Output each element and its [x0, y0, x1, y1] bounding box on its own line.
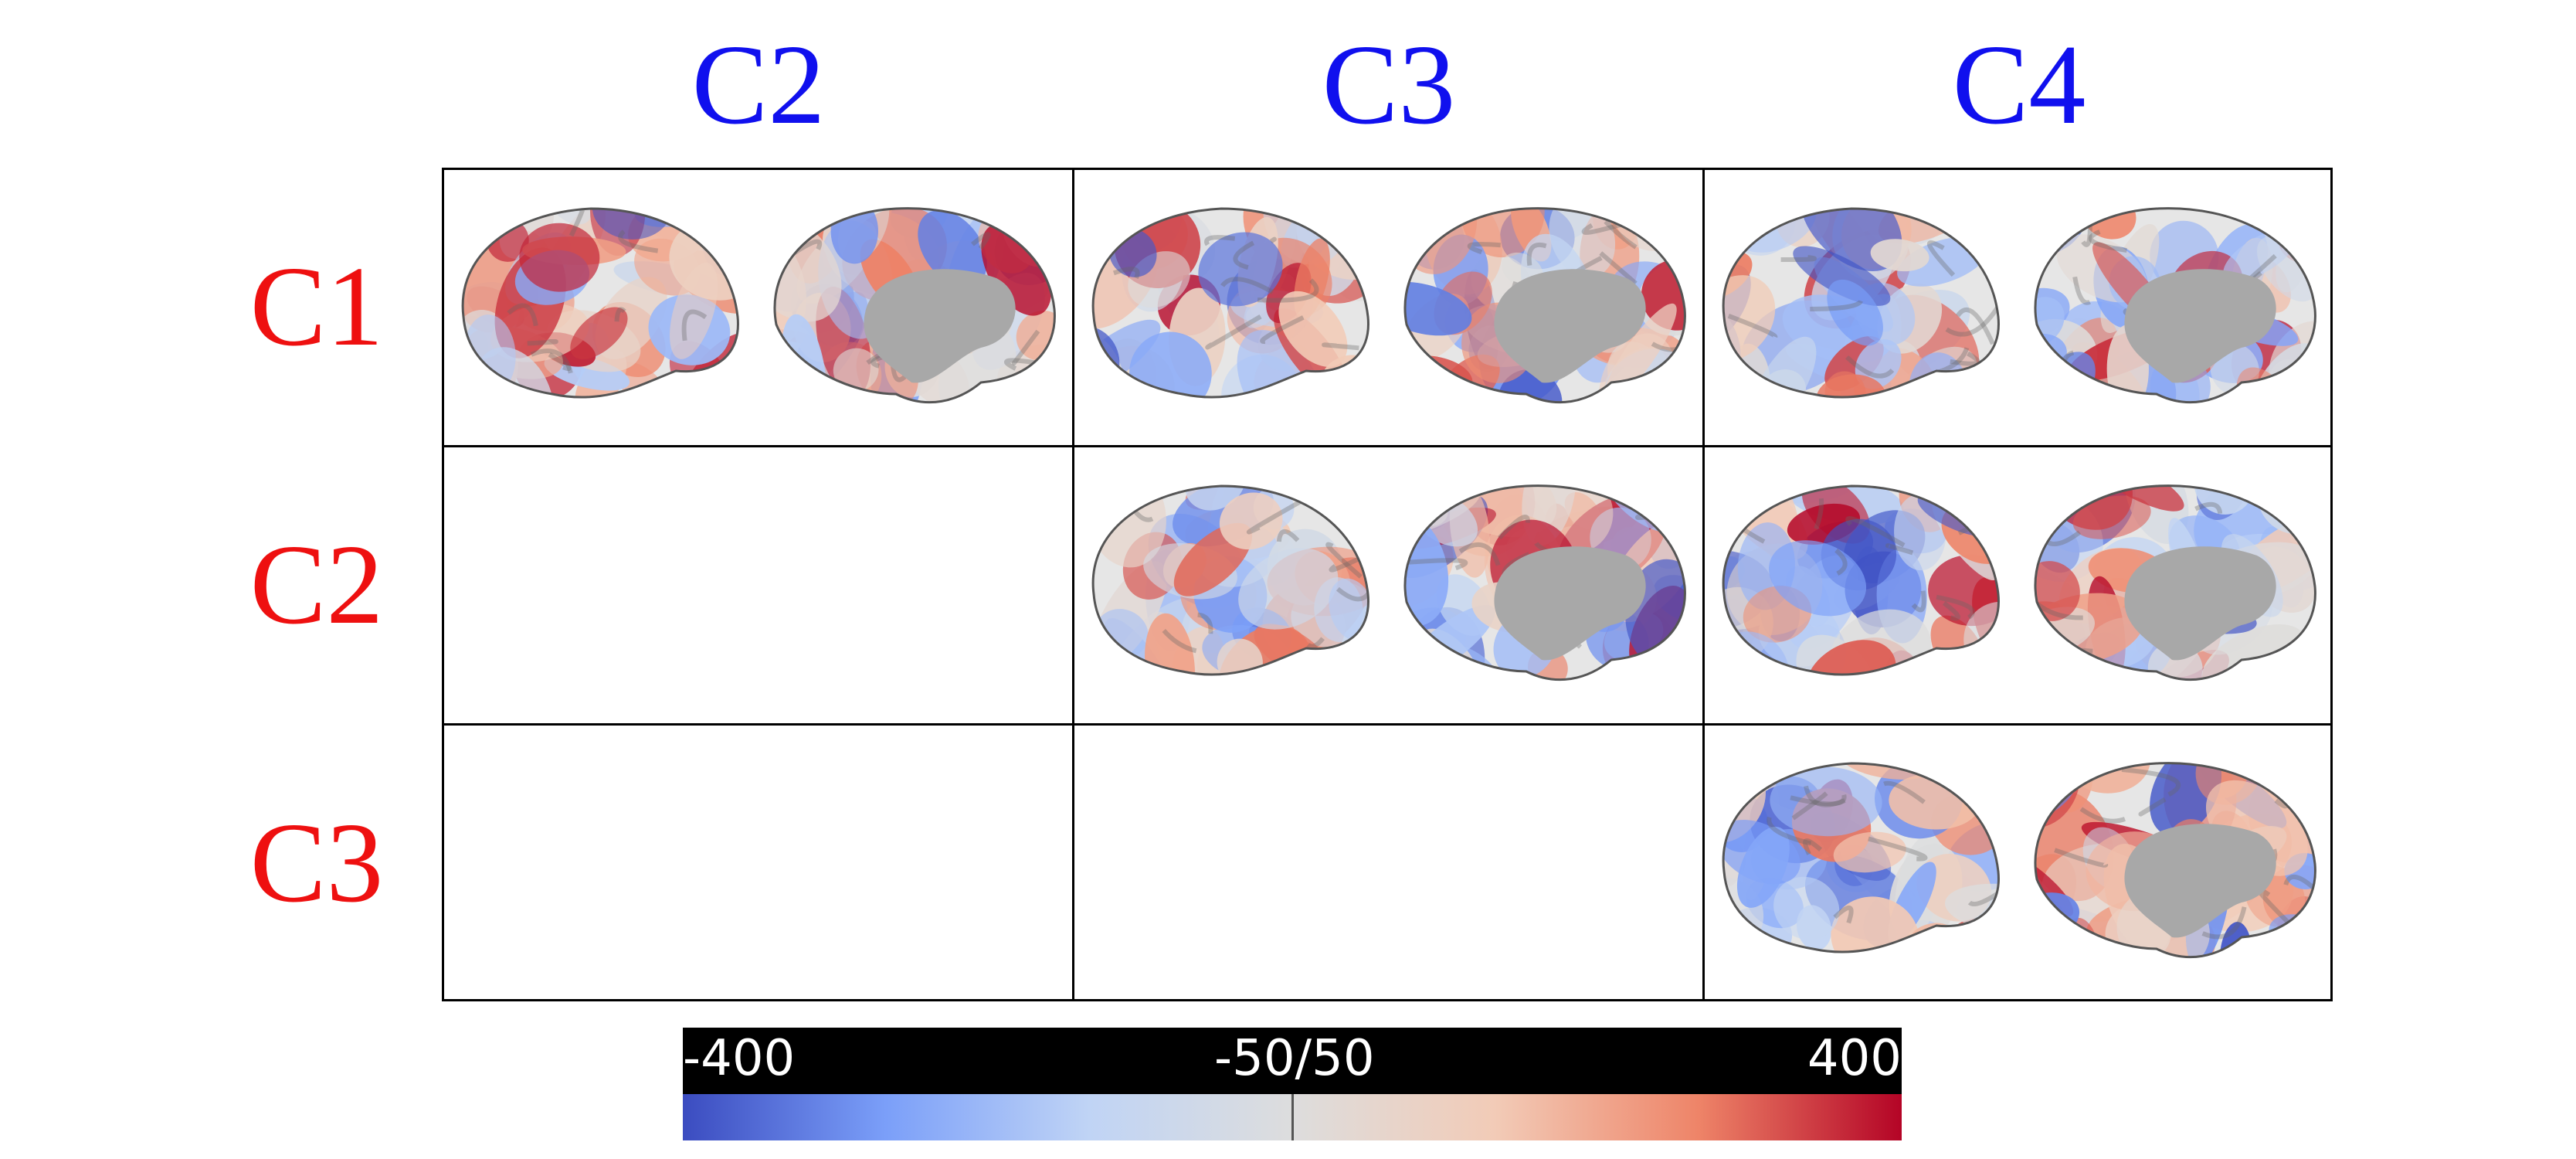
cell-c3-c4: [1705, 725, 2333, 999]
lateral-hemisphere: [1722, 207, 2000, 399]
brain-surface-pair: [1091, 484, 1686, 681]
lateral-hemisphere: [1091, 207, 1369, 399]
medial-wall: [864, 269, 1016, 383]
cell-c2-c4: [1705, 447, 2333, 722]
medial-wall: [1494, 269, 1646, 383]
colorbar-tick-max: 400: [1807, 1030, 1902, 1087]
medial-hemisphere: [2034, 207, 2316, 404]
cell-c3-c2: [444, 725, 1073, 999]
medial-hemisphere: [773, 207, 1056, 404]
row-label-c1: C1: [249, 243, 384, 370]
cell-c2-c3: [1074, 447, 1703, 722]
cell-c1-c4: [1705, 170, 2333, 444]
medial-wall: [2124, 824, 2276, 938]
grid-divider: [1072, 168, 1074, 1001]
grid-divider: [442, 723, 2333, 726]
comparison-grid: [442, 168, 2333, 1001]
lateral-hemisphere: [1091, 484, 1369, 676]
colorbar-center-marker: [1291, 1094, 1294, 1140]
medial-hemisphere: [2034, 484, 2316, 681]
colorbar-tick-center: -50/50: [1214, 1030, 1375, 1087]
grid-divider: [442, 445, 2333, 447]
brain-surface-pair: [1722, 207, 2316, 404]
colorbar: -400 -50/50 400: [683, 1028, 1902, 1140]
medial-hemisphere: [1403, 207, 1686, 404]
column-label-c4: C4: [1952, 22, 2086, 148]
medial-wall: [2124, 269, 2276, 383]
grid-divider: [1702, 168, 1705, 1001]
lateral-hemisphere: [1722, 484, 2000, 676]
brain-surface-pair: [1722, 762, 2316, 959]
medial-wall: [2124, 546, 2276, 661]
brain-surface-pair: [1722, 484, 2316, 681]
row-label-c2: C2: [249, 522, 384, 648]
cell-c3-c3: [1074, 725, 1703, 999]
cell-c2-c2: [444, 447, 1073, 722]
medial-wall: [1494, 546, 1646, 661]
column-label-c2: C2: [691, 22, 826, 148]
brain-surface-pair: [1091, 207, 1686, 404]
colorbar-label-strip: -400 -50/50 400: [683, 1028, 1902, 1094]
medial-hemisphere: [2034, 762, 2316, 959]
lateral-hemisphere: [461, 207, 739, 399]
lateral-hemisphere: [1722, 762, 2000, 953]
brain-surface-pair: [461, 207, 1056, 404]
cell-c1-c2: [444, 170, 1073, 444]
cell-c1-c3: [1074, 170, 1703, 444]
colorbar-tick-min: -400: [683, 1030, 796, 1087]
row-label-c3: C3: [249, 800, 384, 926]
column-label-c3: C3: [1322, 22, 1456, 148]
medial-hemisphere: [1403, 484, 1686, 681]
